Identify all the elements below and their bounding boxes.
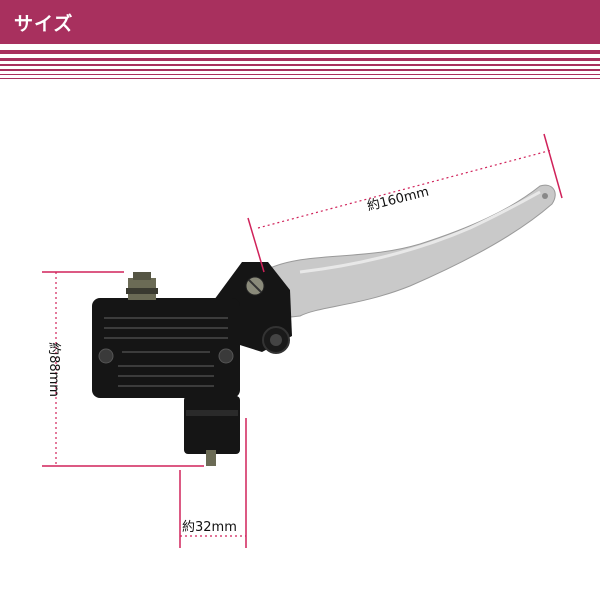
master-cylinder-body (92, 272, 240, 398)
brake-lever (261, 184, 556, 319)
handlebar-clamp (184, 396, 240, 466)
dimension-lines (42, 133, 563, 548)
header-stripes (0, 44, 600, 84)
page-title: サイズ (14, 13, 74, 35)
title-bar: サイズ (0, 0, 600, 44)
body-height-label: 約88mm (45, 342, 61, 397)
bore-width-label: 約32mm (182, 520, 237, 535)
